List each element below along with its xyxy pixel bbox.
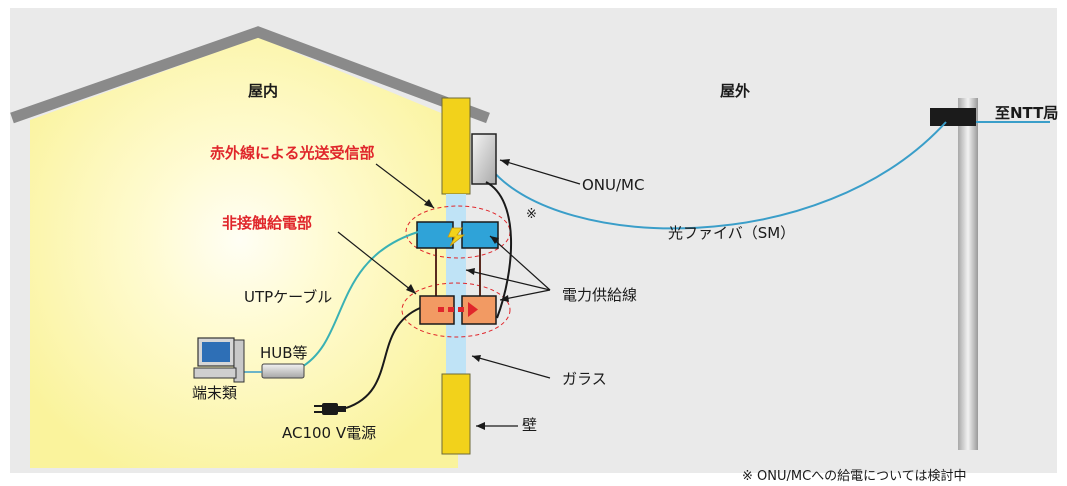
power-unit-left bbox=[419, 295, 455, 325]
glass-label: ガラス bbox=[562, 370, 607, 388]
house-roof bbox=[10, 26, 490, 124]
leader-arrowheads bbox=[406, 159, 510, 430]
footnote: ※ ONU/MCへの給電については検討中 bbox=[742, 468, 967, 484]
note-mark: ※ bbox=[526, 207, 537, 222]
pole-terminal-box bbox=[930, 108, 976, 126]
optical-fiber-line bbox=[491, 121, 947, 230]
ir-transceiver-left bbox=[416, 221, 454, 249]
red-arrow-icon bbox=[438, 302, 478, 317]
ir-transceiver-right bbox=[461, 221, 499, 249]
ir-unit-label: 赤外線による光送受信部 bbox=[210, 144, 375, 162]
terminal-label: 端末類 bbox=[192, 384, 237, 402]
onu-mc-box bbox=[471, 133, 497, 185]
to-ntt-label: 至NTT局 bbox=[995, 104, 1058, 122]
lightning-icon bbox=[447, 227, 466, 247]
onu-mc-label: ONU/MC bbox=[582, 176, 644, 194]
outdoor-label: 屋外 bbox=[720, 82, 750, 100]
power-unit-highlight bbox=[401, 282, 511, 338]
house-body bbox=[30, 37, 458, 468]
hub-device bbox=[261, 363, 305, 379]
contactless-power-label: 非接触給電部 bbox=[222, 214, 312, 232]
wall-lower bbox=[441, 373, 471, 455]
ac-power-cable bbox=[345, 307, 421, 409]
glass-pane bbox=[446, 194, 466, 374]
wall-label: 壁 bbox=[522, 416, 537, 434]
computer-icon bbox=[193, 337, 245, 383]
plug-icon bbox=[314, 403, 346, 415]
optical-fiber-label: 光ファイバ（SM） bbox=[668, 224, 795, 242]
hub-label: HUB等 bbox=[260, 344, 308, 362]
utp-cable-label: UTPケーブル bbox=[244, 288, 332, 306]
wall-upper bbox=[441, 97, 471, 195]
utility-pole bbox=[958, 98, 978, 450]
ac-power-label: AC100 V電源 bbox=[282, 424, 376, 442]
power-unit-right bbox=[461, 295, 497, 325]
indoor-label: 屋内 bbox=[248, 82, 278, 100]
utp-cable-line bbox=[299, 231, 419, 369]
power-line-label: 電力供給線 bbox=[562, 286, 637, 304]
